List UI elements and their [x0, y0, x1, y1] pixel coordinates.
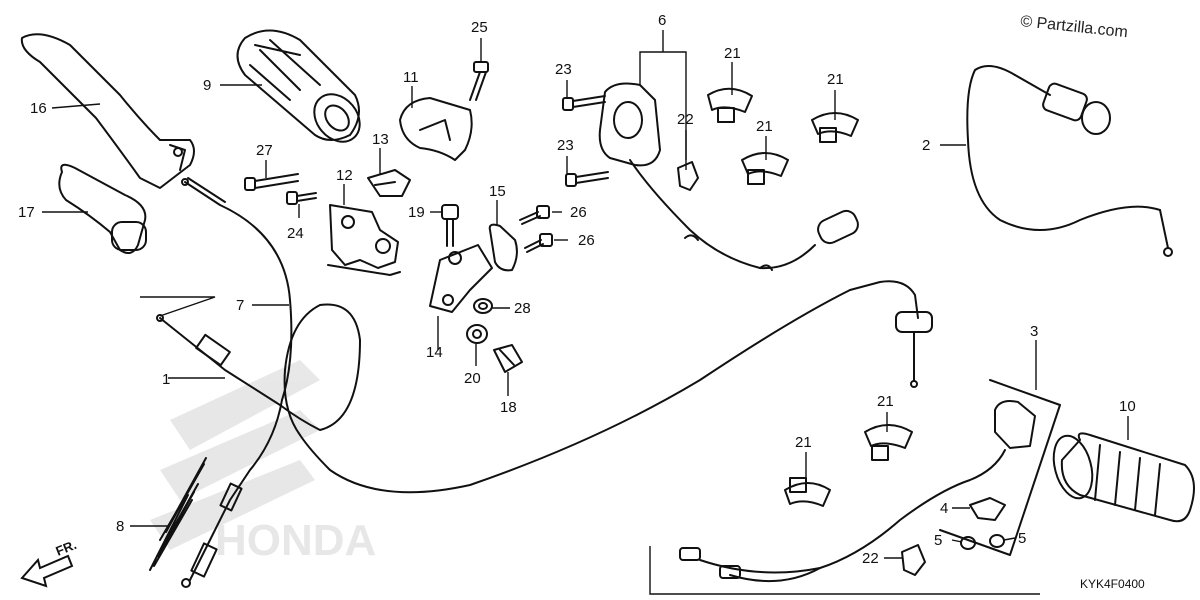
band-21-c[interactable] [741, 152, 789, 185]
callout-15: 15 [489, 183, 506, 200]
screw-26-upper[interactable] [519, 205, 550, 225]
cable-clip-22-upper[interactable] [677, 161, 699, 191]
front-direction-arrow [20, 554, 74, 588]
callout-18: 18 [500, 399, 517, 416]
nut-20[interactable] [466, 324, 488, 344]
callout-labels: 1 2 3 4 5 5 6 7 8 9 10 11 12 13 14 15 16… [18, 12, 1136, 567]
honda-wing-watermark: HONDA [150, 360, 376, 565]
lever-bracket-14[interactable] [429, 244, 493, 313]
bolt-19[interactable] [441, 204, 459, 247]
callout-24: 24 [287, 225, 304, 242]
callout-19: 19 [408, 204, 425, 221]
svg-text:HONDA: HONDA [215, 516, 376, 565]
adjuster-18[interactable] [493, 344, 523, 373]
callout-16: 16 [30, 100, 47, 117]
lever-holder-17[interactable] [58, 163, 147, 255]
screw-23-upper[interactable] [562, 95, 606, 111]
callout-7: 7 [236, 297, 244, 314]
callout-25: 25 [471, 19, 488, 36]
callout-22-lower: 22 [862, 550, 879, 567]
cable-clip-22-lower[interactable] [901, 544, 926, 576]
throttle-housing-cover-11[interactable] [399, 97, 473, 161]
callout-10: 10 [1119, 398, 1136, 415]
band-21-a[interactable] [707, 87, 753, 123]
screw-25[interactable] [469, 61, 489, 101]
callout-1: 1 [162, 371, 170, 388]
callout-28: 28 [514, 300, 531, 317]
screw-23-lower[interactable] [565, 171, 609, 187]
diagram-code: KYK4F0400 [1080, 577, 1145, 591]
callout-8: 8 [116, 518, 124, 535]
callout-21-b: 21 [827, 71, 844, 88]
spring-8[interactable] [149, 457, 207, 571]
kill-switch-6[interactable] [598, 82, 861, 271]
callout-9: 9 [203, 77, 211, 94]
band-21-e[interactable] [784, 477, 831, 507]
cable-guide-13[interactable] [367, 169, 411, 197]
band-21-b[interactable] [811, 112, 859, 143]
callout-12: 12 [336, 167, 353, 184]
throttle-cable-1[interactable] [156, 280, 933, 494]
clutch-cable-7[interactable] [181, 177, 293, 588]
callout-21-a: 21 [724, 45, 741, 62]
clamp-15[interactable] [488, 223, 518, 272]
callout-4: 4 [940, 500, 948, 517]
watermark: © Partzilla.com [1020, 13, 1129, 41]
choke-cable-2[interactable] [966, 65, 1173, 257]
fr-label: FR. [54, 537, 79, 559]
screw-5-left[interactable] [960, 536, 976, 550]
callout-6: 6 [658, 12, 666, 29]
callout-14: 14 [426, 344, 443, 361]
callout-17: 17 [18, 204, 35, 221]
screw-5-right[interactable] [989, 534, 1005, 548]
callout-3: 3 [1030, 323, 1038, 340]
callout-27: 27 [256, 142, 273, 159]
callout-26-lower: 26 [578, 232, 595, 249]
callout-23-lower: 23 [557, 137, 574, 154]
screw-26-lower[interactable] [524, 233, 553, 253]
callout-13: 13 [372, 131, 389, 148]
callout-21-c: 21 [756, 118, 773, 135]
band-21-d[interactable] [864, 424, 913, 461]
callout-21-d: 21 [877, 393, 894, 410]
bracket-4[interactable] [969, 497, 1006, 521]
screw-24[interactable] [286, 191, 317, 205]
washer-28[interactable] [473, 298, 493, 314]
grip-9[interactable] [236, 29, 370, 150]
throttle-housing-12[interactable] [327, 204, 401, 276]
callout-5-right: 5 [1018, 530, 1026, 547]
callout-22-upper: 22 [677, 111, 694, 128]
callout-11: 11 [403, 69, 419, 86]
callout-26-upper: 26 [570, 204, 587, 221]
callout-20: 20 [464, 370, 481, 387]
callout-23-upper: 23 [555, 61, 572, 78]
clutch-lever-16[interactable] [20, 33, 195, 189]
callout-5-left: 5 [934, 532, 942, 549]
leader-lines [42, 30, 1129, 595]
screw-27[interactable] [244, 173, 299, 191]
callout-21-e: 21 [795, 434, 812, 451]
grip-10[interactable] [1047, 431, 1195, 523]
callout-2: 2 [922, 137, 930, 154]
